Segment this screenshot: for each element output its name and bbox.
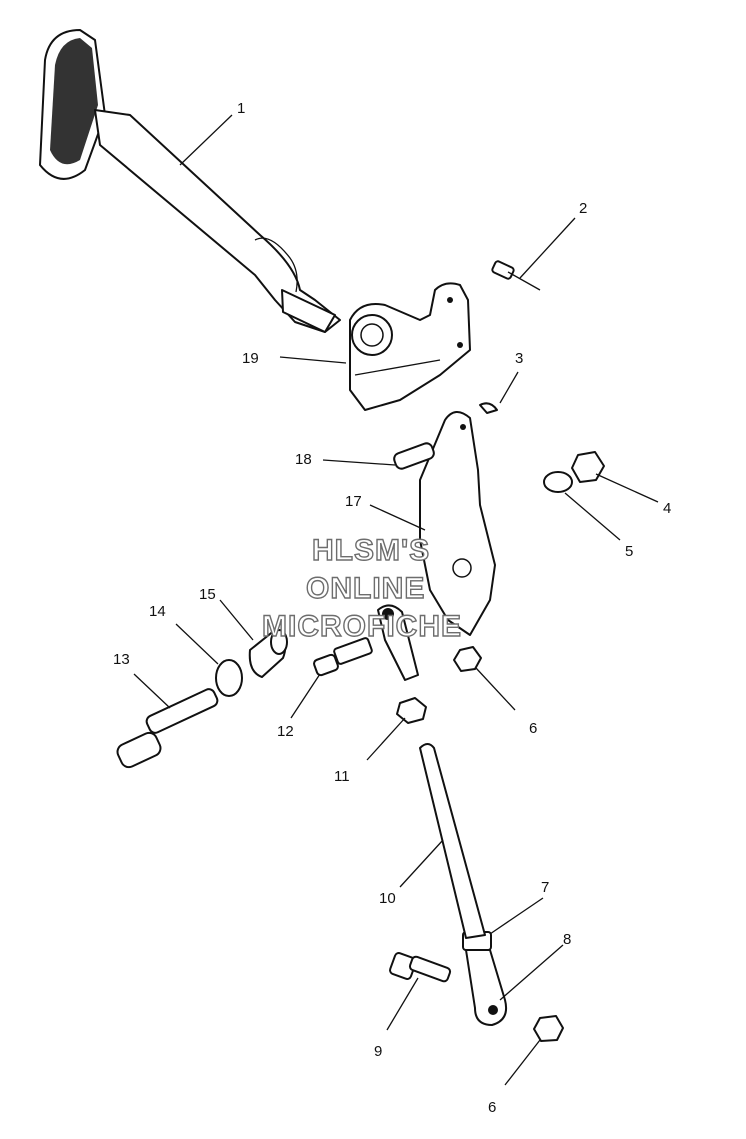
bolt-9 [389, 952, 452, 983]
callout-13: 13 [113, 651, 130, 668]
callout-1: 1 [237, 100, 245, 117]
callout-2: 2 [579, 200, 587, 217]
callout-4: 4 [663, 500, 671, 517]
nut-6-lower [533, 1015, 564, 1042]
brake-rod [419, 743, 486, 939]
clevis-pin [491, 260, 541, 291]
lever-arm [377, 604, 419, 681]
bushing [248, 629, 288, 678]
callout-12: 12 [277, 723, 294, 740]
cotter-pin [479, 402, 498, 414]
nut-6-upper [453, 646, 482, 672]
callout-10: 10 [379, 890, 396, 907]
callout-14: 14 [149, 603, 166, 620]
callout-5: 5 [625, 543, 633, 560]
callout-9: 9 [374, 1043, 382, 1060]
callout-11: 11 [334, 768, 350, 785]
watermark-line-3: MICROFICHE [262, 610, 462, 643]
nut-4 [571, 451, 605, 483]
rod-end [462, 931, 508, 1026]
brake-arm-plate [419, 411, 496, 636]
long-bolt [116, 688, 219, 769]
watermark-line-2: ONLINE [306, 572, 425, 605]
callout-6-upper: 6 [529, 720, 537, 737]
callout-3: 3 [515, 350, 523, 367]
leader-lines [133, 114, 659, 1086]
pedal-bracket [349, 282, 471, 411]
lock-nut [396, 697, 427, 724]
washer-14 [215, 659, 243, 697]
callout-15: 15 [199, 586, 216, 603]
callout-labels: 1 2 3 4 5 6 6 7 8 9 10 11 12 13 14 15 17… [113, 100, 671, 1116]
callout-17: 17 [345, 493, 362, 510]
small-pin [393, 442, 435, 470]
watermark: HLSM'S ONLINE MICROFICHE [261, 533, 462, 643]
watermark-line-1: HLSM'S [312, 534, 430, 567]
washer-5 [543, 471, 573, 493]
callout-19: 19 [242, 350, 259, 367]
callout-18: 18 [295, 451, 312, 468]
spacer-bolt [313, 637, 373, 677]
brake-pedal [39, 29, 341, 333]
callout-6-lower: 6 [488, 1099, 496, 1116]
callout-7: 7 [541, 879, 549, 896]
callout-8: 8 [563, 931, 571, 948]
